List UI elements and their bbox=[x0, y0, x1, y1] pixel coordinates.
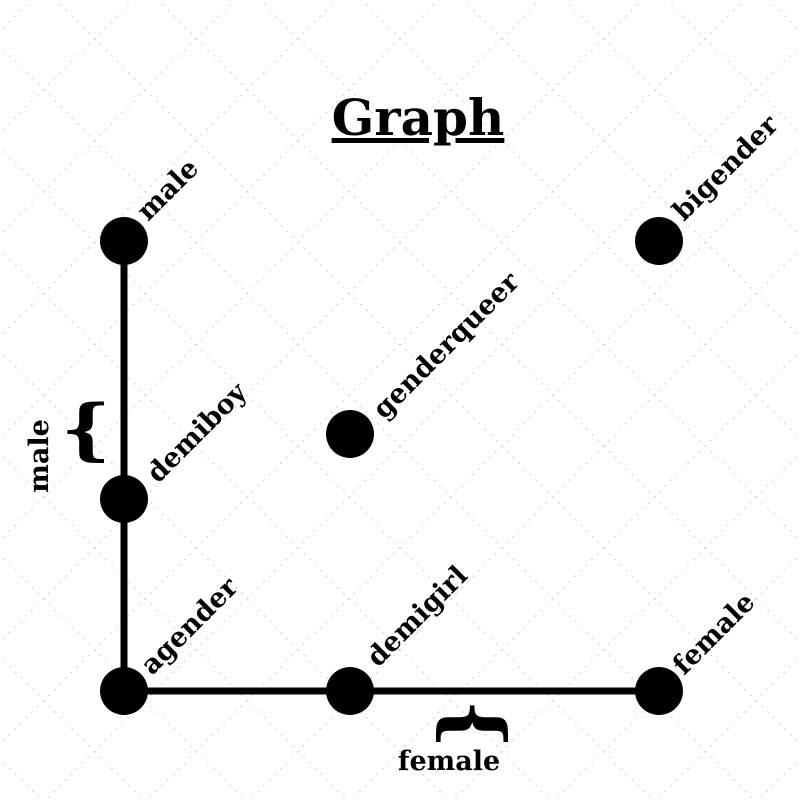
graph-nodes bbox=[100, 217, 683, 715]
node-demiboy bbox=[100, 475, 148, 523]
vertical-axis-brace: { bbox=[61, 391, 111, 469]
node-demigirl bbox=[326, 667, 374, 715]
node-genderqueer bbox=[326, 410, 374, 458]
graph-title: Graph bbox=[332, 88, 505, 147]
graph-edges bbox=[120, 241, 659, 695]
node-agender bbox=[100, 667, 148, 715]
node-bigender bbox=[635, 217, 683, 265]
node-female bbox=[635, 667, 683, 715]
horizontal-axis-label: female bbox=[398, 746, 500, 777]
vertical-axis-label: male bbox=[24, 419, 55, 493]
horizontal-axis-brace: { bbox=[430, 699, 521, 749]
node-male bbox=[100, 217, 148, 265]
